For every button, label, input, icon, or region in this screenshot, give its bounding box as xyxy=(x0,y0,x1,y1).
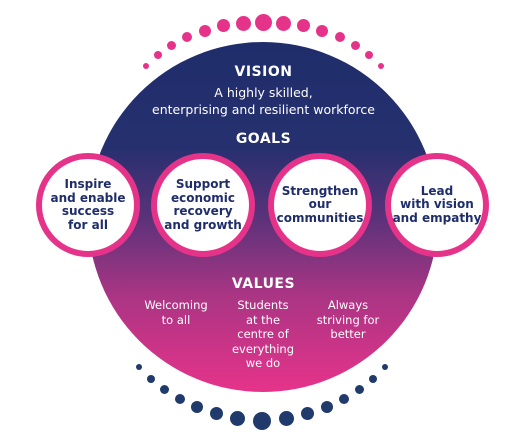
decorative-dot xyxy=(236,16,251,31)
vision-heading: VISION xyxy=(234,64,293,80)
decorative-dot xyxy=(182,32,192,42)
decorative-dot xyxy=(167,41,176,50)
goals-heading: GOALS xyxy=(235,131,292,147)
value-students-centre: Students at the centre of everything we … xyxy=(231,298,295,370)
decorative-dot xyxy=(199,25,211,37)
main-circle xyxy=(88,42,438,392)
decorative-dot xyxy=(297,19,310,32)
decorative-dot xyxy=(382,364,388,370)
goal-label: Support economic recovery and growth xyxy=(164,177,242,232)
decorative-dot xyxy=(321,401,333,413)
goal-circle-strengthen: Strengthen our communities xyxy=(268,153,372,257)
goal-circle-support: Support economic recovery and growth xyxy=(151,153,255,257)
value-welcoming: Welcoming to all xyxy=(144,298,208,327)
decorative-dot xyxy=(230,411,245,426)
decorative-dot xyxy=(351,41,360,50)
value-always-striving: Always striving for better xyxy=(316,298,380,341)
decorative-dot xyxy=(210,407,223,420)
decorative-dot xyxy=(160,385,169,394)
decorative-dot xyxy=(378,63,384,69)
decorative-dot xyxy=(279,411,294,426)
decorative-dot xyxy=(191,401,203,413)
goal-circle-inspire: Inspire and enable success for all xyxy=(36,153,140,257)
decorative-dot xyxy=(147,375,155,383)
goal-circle-lead: Lead with vision and empathy xyxy=(385,153,489,257)
goal-label: Inspire and enable success for all xyxy=(50,177,126,232)
values-heading: VALUES xyxy=(231,276,296,292)
goal-label: Strengthen our communities xyxy=(276,183,364,225)
decorative-dot xyxy=(301,407,314,420)
goal-label: Lead with vision and empathy xyxy=(392,183,482,225)
decorative-dot xyxy=(175,394,185,404)
decorative-dot xyxy=(316,25,328,37)
decorative-dot xyxy=(255,14,272,31)
vision-statement-line-1: A highly skilled, xyxy=(214,85,313,100)
decorative-dot xyxy=(339,394,349,404)
decorative-dot xyxy=(335,32,345,42)
decorative-dot xyxy=(143,63,149,69)
decorative-dot xyxy=(355,385,364,394)
decorative-dot xyxy=(365,51,373,59)
vision-statement-line-2: enterprising and resilient workforce xyxy=(152,102,375,117)
decorative-dot xyxy=(136,364,142,370)
decorative-dot xyxy=(253,412,271,430)
decorative-dot xyxy=(154,51,162,59)
decorative-dot xyxy=(217,19,230,32)
decorative-dot xyxy=(276,16,291,31)
decorative-dot xyxy=(369,375,377,383)
